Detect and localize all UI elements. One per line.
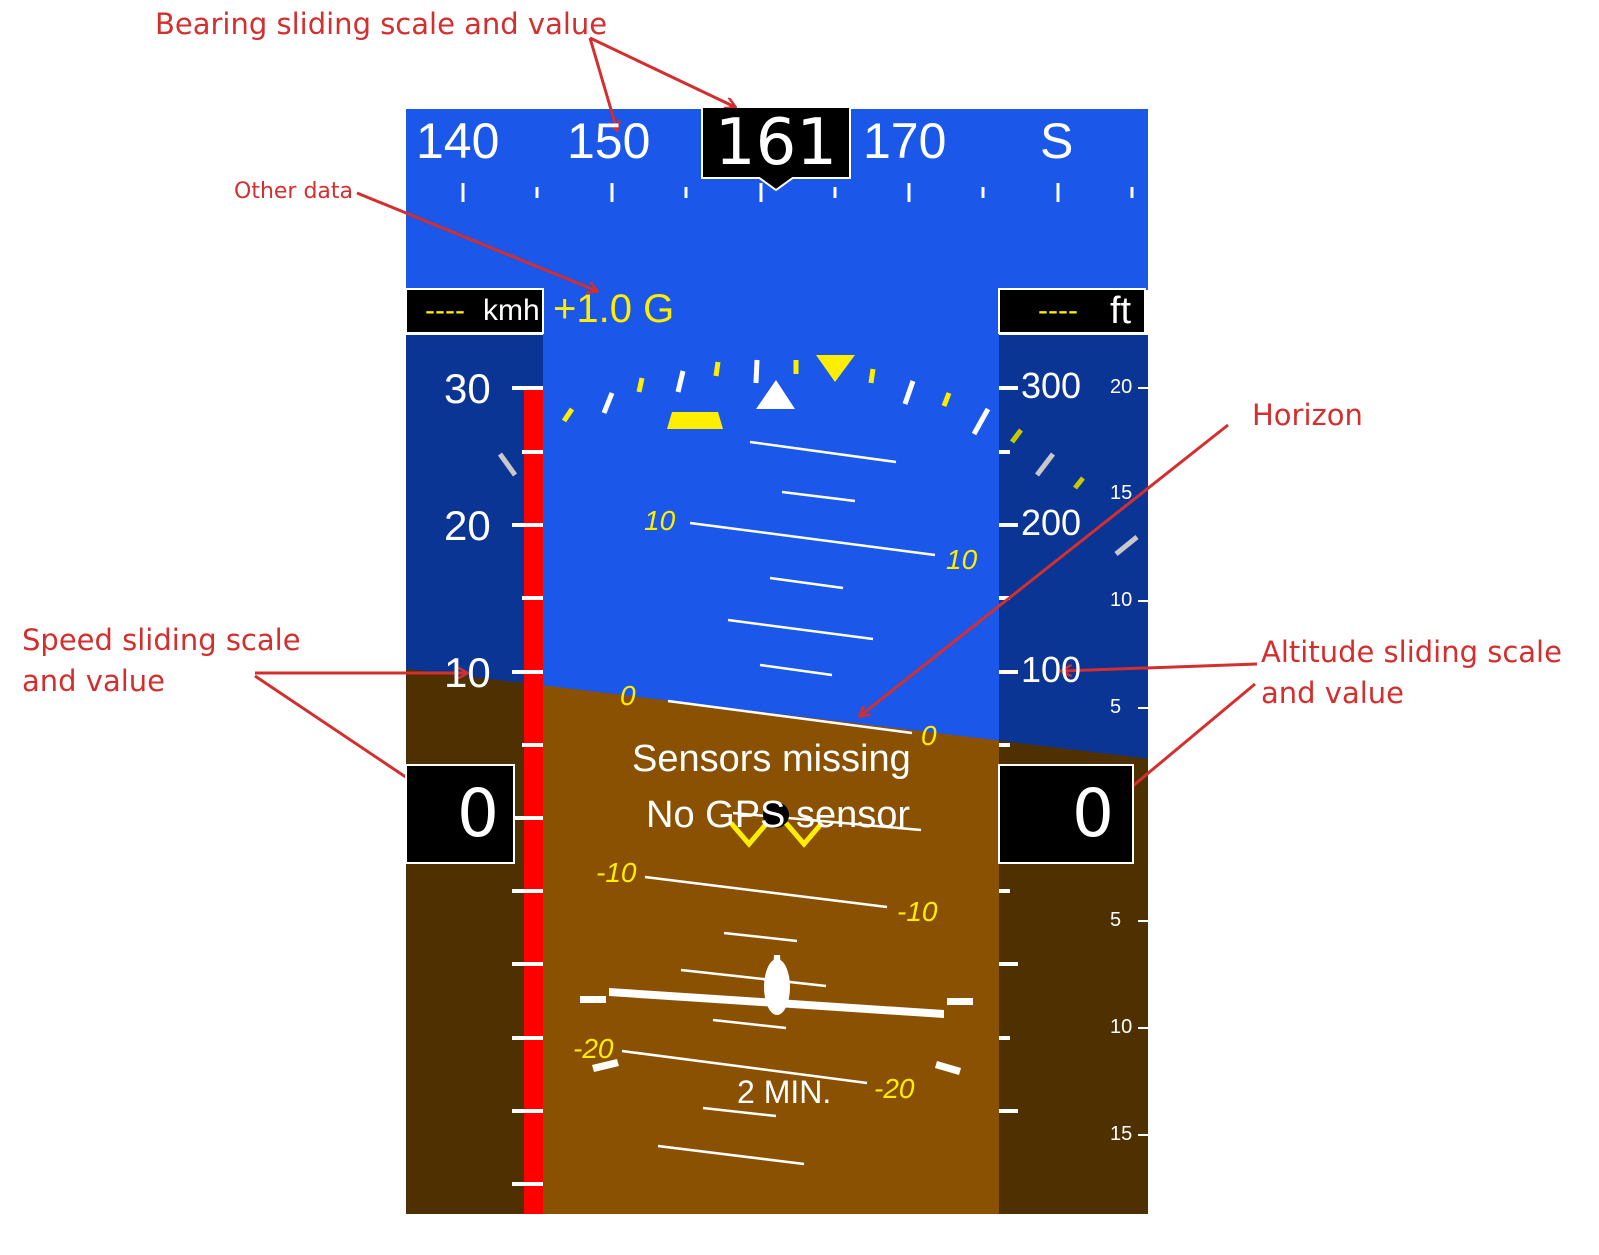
altitude-unit-box: ---- ft	[998, 288, 1146, 334]
status-message-sensors: Sensors missing	[632, 738, 911, 780]
speed-unit-box: ---- kmh	[405, 288, 544, 334]
ground-area	[543, 685, 999, 1214]
overspeed-bar	[524, 390, 543, 1214]
heading-label-140: 140	[416, 113, 500, 169]
attitude-indicator	[543, 290, 999, 1214]
altitude-label-300: 300	[1021, 365, 1082, 406]
annotation-speed-line2: and value	[22, 664, 165, 698]
bank-scale	[497, 355, 1139, 556]
pitch-label-m20-left: -20	[573, 1033, 614, 1064]
heading-label-150: 150	[567, 113, 651, 169]
heading-label-170: 170	[863, 113, 947, 169]
turn-indicator-label: 2 MIN.	[737, 1074, 832, 1110]
speed-value-box: 0	[405, 764, 515, 864]
altitude-value: 0	[1072, 775, 1114, 852]
pitch-label-0-right: 0	[921, 720, 937, 751]
annotation-other-data: Other data	[234, 179, 354, 204]
pitch-label-0-left: 0	[620, 680, 636, 711]
altitude-label-200: 200	[1021, 502, 1082, 543]
speed-unit-value: ----	[425, 294, 465, 327]
pitch-ladder	[621, 440, 936, 1166]
pitch-label-m10-right: -10	[897, 896, 938, 927]
heading-ticks	[461, 183, 1134, 202]
aircraft-symbol	[580, 955, 973, 1075]
vsi-label-down-10: 10	[1110, 1016, 1133, 1038]
pitch-label-m20-right: -20	[874, 1073, 915, 1104]
flight-director	[729, 802, 824, 848]
annotation-arrows	[254, 36, 1258, 800]
heading-pointer	[758, 177, 794, 191]
heading-value-box: 161	[701, 106, 851, 180]
speed-label-20: 20	[444, 502, 491, 549]
vsi-label-up-15: 15	[1110, 482, 1133, 504]
vsi-label-down-15: 15	[1110, 1123, 1133, 1145]
vsi-label-up-20: 20	[1110, 376, 1133, 398]
vsi-label-down-5: 5	[1110, 909, 1122, 931]
annotation-speed-line1: Speed sliding scale	[22, 623, 301, 657]
heading-value: 161	[714, 106, 838, 180]
pitch-label-m10-left: -10	[596, 857, 637, 888]
annotation-bearing: Bearing sliding scale and value	[155, 7, 608, 41]
heading-label-south: S	[1040, 113, 1074, 169]
speed-label-10: 10	[444, 649, 491, 696]
altitude-unit-value: ----	[1038, 294, 1078, 327]
speed-value: 0	[457, 775, 499, 852]
speed-unit-label: kmh	[483, 294, 540, 327]
g-load-readout: +1.0 G	[553, 287, 675, 331]
altitude-unit-label: ft	[1110, 290, 1132, 332]
vsi-label-up-10: 10	[1110, 589, 1133, 611]
speed-label-30: 30	[444, 365, 491, 412]
annotation-altitude-line1: Altitude sliding scale	[1261, 635, 1562, 669]
altitude-label-100: 100	[1021, 649, 1082, 690]
annotation-altitude-line2: and value	[1261, 676, 1404, 710]
pitch-label-10-right: 10	[946, 544, 978, 575]
vsi-label-up-5: 5	[1110, 696, 1122, 718]
pitch-label-10-left: 10	[644, 505, 676, 536]
annotation-horizon: Horizon	[1252, 398, 1363, 432]
status-message-gps: No GPS sensor	[646, 794, 910, 836]
altitude-value-box: 0	[998, 764, 1134, 864]
